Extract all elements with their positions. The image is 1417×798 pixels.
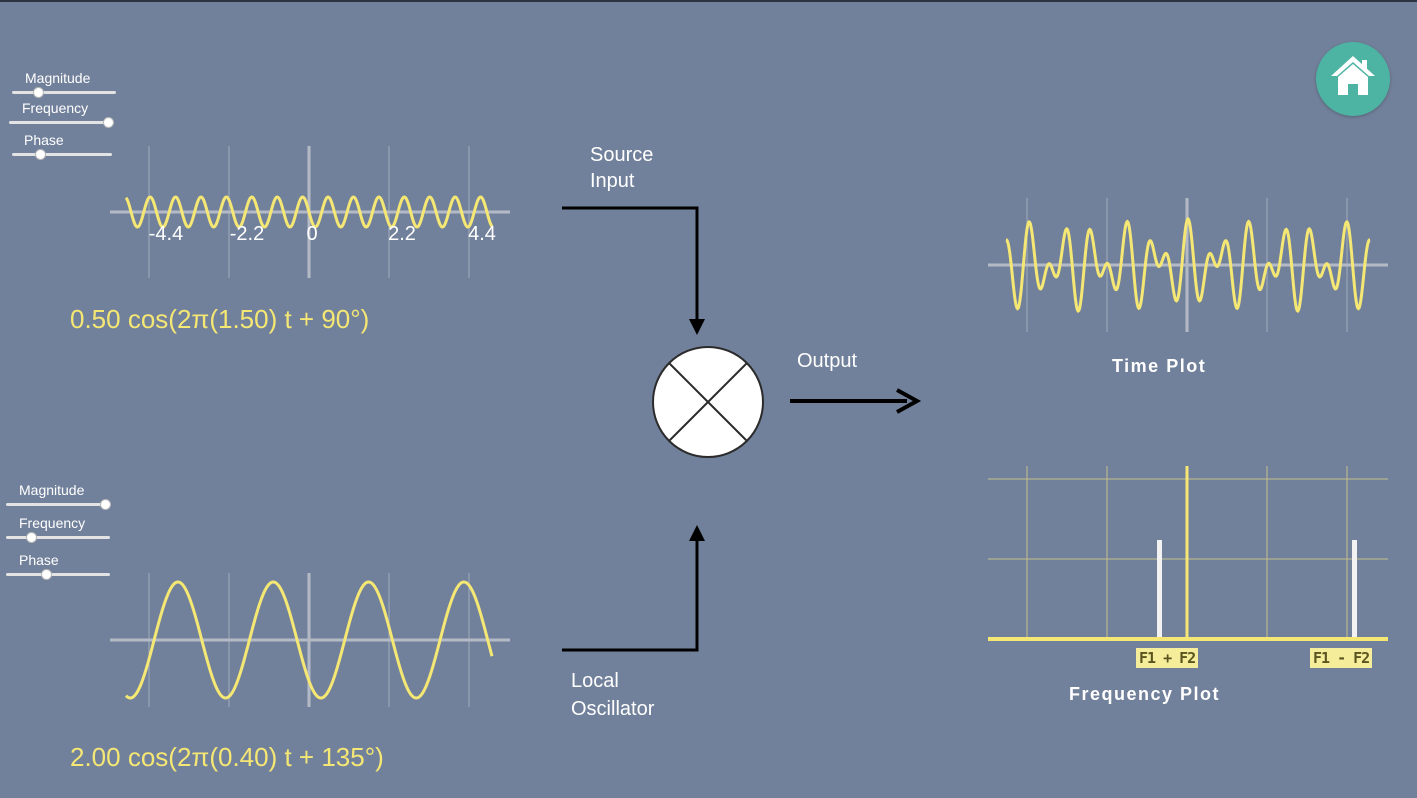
- oscillator-phase-label: Phase: [19, 552, 59, 568]
- time-plot-title: Time Plot: [1112, 356, 1207, 376]
- slider-thumb[interactable]: [40, 569, 52, 580]
- oscillator-path-line: [562, 537, 699, 652]
- multiply-icon: [652, 346, 764, 458]
- sum-frequency-label: F1 + F2: [1136, 648, 1199, 668]
- tick-label: 4.4: [468, 223, 496, 245]
- time-plot: [988, 198, 1388, 332]
- tick-label: -2.2: [230, 223, 264, 245]
- home-icon: [1331, 56, 1375, 95]
- source-frequency-slider[interactable]: [9, 117, 114, 129]
- mixer-diagram: [562, 206, 922, 652]
- oscillator-wave-plot: [110, 573, 510, 707]
- tick-label: 0: [306, 223, 317, 245]
- output-label: Output: [797, 350, 858, 372]
- frequency-plot-title: Frequency Plot: [1069, 684, 1221, 704]
- oscillator-formula: 2.00 cos(2π(0.40) t + 135°): [70, 742, 384, 772]
- arrow-up-icon: [689, 525, 705, 541]
- oscillator-label-line-2: Oscillator: [571, 698, 655, 720]
- arrow-down-icon: [689, 319, 705, 335]
- oscillator-frequency-slider[interactable]: [6, 532, 110, 544]
- source-formula: 0.50 cos(2π(1.50) t + 90°): [70, 304, 370, 334]
- source-wave-plot: -4.4 -2.2 0 2.2 4.4: [110, 146, 510, 278]
- frequency-plot: [988, 466, 1388, 641]
- source-magnitude-slider[interactable]: [12, 87, 116, 99]
- tick-label: 2.2: [388, 223, 416, 245]
- source-frequency-label: Frequency: [22, 100, 89, 116]
- source-label-line-2: Input: [590, 170, 635, 192]
- oscillator-waveform: [124, 580, 494, 700]
- oscillator-label-line-1: Local: [571, 670, 619, 692]
- slider-thumb[interactable]: [25, 532, 37, 543]
- arrow-right-icon: [896, 388, 922, 414]
- difference-frequency-bar: [1352, 540, 1357, 637]
- slider-thumb[interactable]: [33, 87, 44, 98]
- source-label-line-1: Source: [590, 144, 654, 166]
- oscillator-magnitude-label: Magnitude: [19, 482, 85, 498]
- source-magnitude-label: Magnitude: [25, 70, 91, 86]
- source-path-line: [562, 206, 699, 323]
- slider-thumb[interactable]: [35, 149, 46, 160]
- oscillator-phase-slider[interactable]: [6, 569, 110, 581]
- output-waveform: [1005, 216, 1371, 314]
- source-input-label: Source Input: [590, 142, 653, 194]
- slider-thumb[interactable]: [102, 117, 114, 128]
- slider-thumb[interactable]: [99, 499, 111, 510]
- oscillator-frequency-label: Frequency: [19, 515, 86, 531]
- tick-label: -4.4: [149, 223, 183, 245]
- local-oscillator-label: Local Oscillator: [571, 667, 654, 723]
- oscillator-magnitude-slider[interactable]: [6, 499, 111, 511]
- source-phase-label: Phase: [24, 132, 64, 148]
- sum-frequency-bar: [1157, 540, 1162, 637]
- difference-frequency-label: F1 - F2: [1310, 648, 1373, 668]
- source-waveform: [124, 195, 494, 229]
- source-phase-slider[interactable]: [12, 149, 112, 161]
- home-button[interactable]: [1316, 42, 1390, 116]
